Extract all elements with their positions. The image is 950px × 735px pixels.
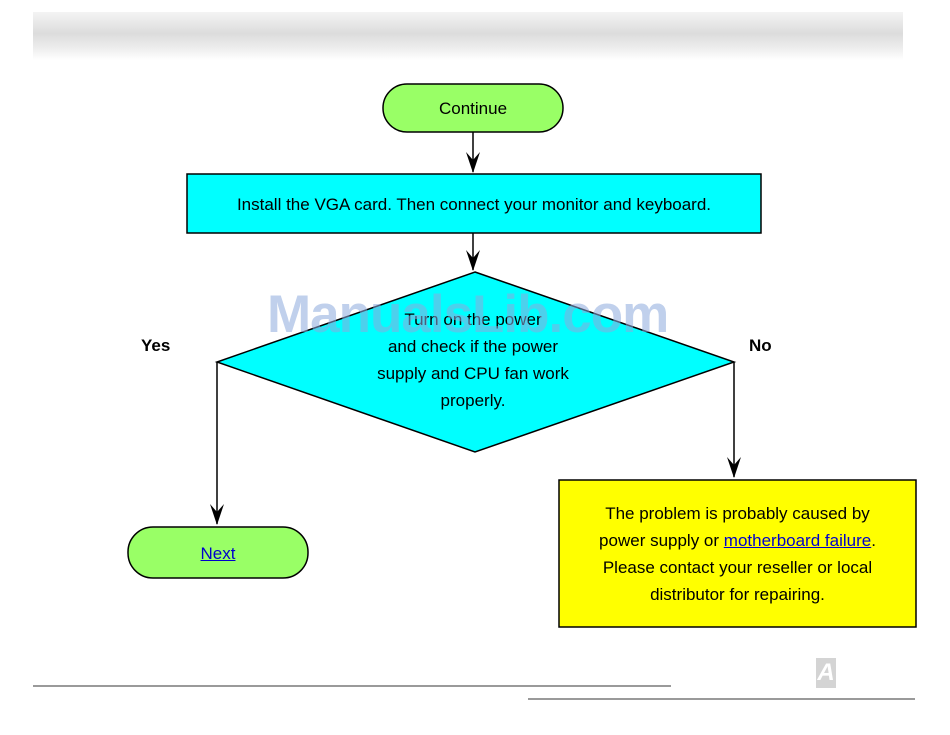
decision-line-1: Turn on the power bbox=[404, 310, 542, 329]
result-line-2-prefix: power supply or bbox=[599, 530, 724, 550]
result-line-3: Please contact your reseller or local bbox=[602, 557, 873, 577]
result-line-2: power supply or motherboard failure. bbox=[599, 527, 876, 554]
result-line-1: The problem is probably caused by bbox=[605, 503, 870, 523]
result-line-2-suffix: . bbox=[871, 530, 876, 550]
result-line-4: distributor for repairing. bbox=[650, 584, 825, 604]
end-terminal bbox=[127, 526, 309, 579]
start-label: Continue bbox=[438, 98, 508, 118]
decision-label: Turn on the power and check if the power… bbox=[355, 300, 591, 420]
arrowhead-start-to-process bbox=[466, 152, 480, 173]
footer-divider-right bbox=[528, 698, 915, 700]
result-message: The problem is probably caused by power … bbox=[560, 482, 915, 625]
yes-label: Yes bbox=[141, 336, 171, 355]
process-box bbox=[186, 173, 762, 234]
decision-line-2: and check if the power bbox=[387, 337, 559, 356]
result-box bbox=[558, 479, 917, 628]
header-band bbox=[33, 12, 903, 60]
decision-line-4: properly. bbox=[440, 391, 506, 410]
next-link[interactable]: Next bbox=[200, 543, 236, 563]
arrowhead-no bbox=[727, 457, 741, 478]
arrowhead-yes bbox=[210, 504, 224, 525]
motherboard-failure-link[interactable]: motherboard failure bbox=[723, 530, 872, 550]
process-label: Install the VGA card. Then connect your … bbox=[236, 194, 712, 214]
logo-mark-icon: A bbox=[816, 658, 836, 688]
end-terminal-label: Next bbox=[128, 528, 308, 578]
decision-line-3: supply and CPU fan work bbox=[377, 364, 569, 383]
decision-diamond bbox=[214, 271, 737, 453]
arrowhead-process-to-decision bbox=[466, 250, 480, 271]
no-label: No bbox=[749, 336, 772, 355]
footer-divider-left bbox=[33, 685, 671, 687]
